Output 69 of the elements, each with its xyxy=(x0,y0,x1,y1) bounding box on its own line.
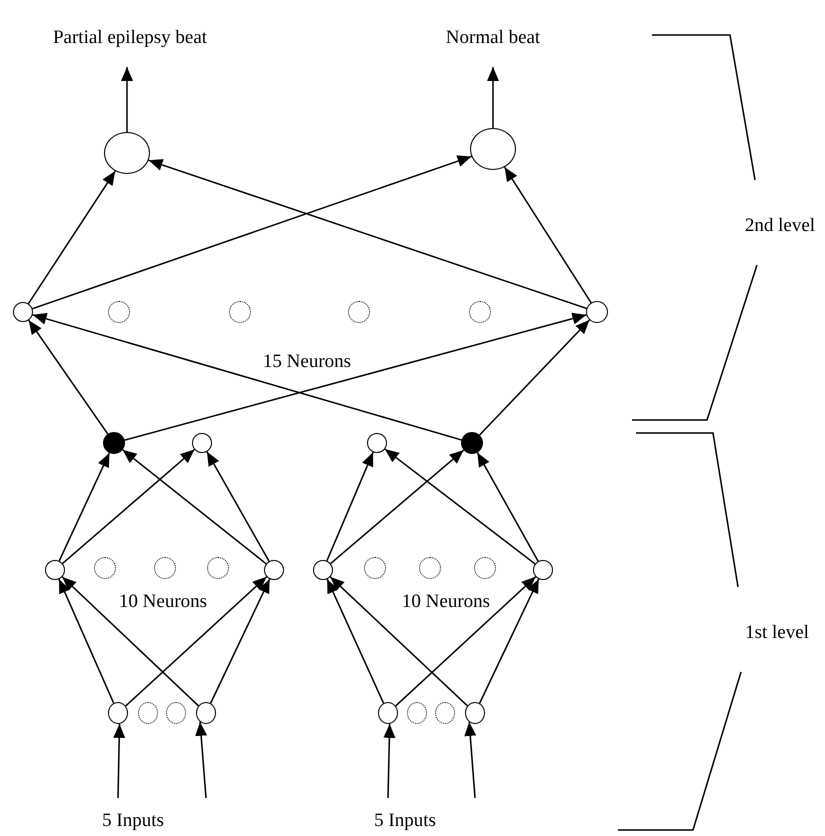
neuron-circle xyxy=(103,432,125,454)
input-label: 5 Inputs xyxy=(365,810,445,832)
arrow xyxy=(28,320,108,434)
arrow xyxy=(326,578,384,704)
arrow xyxy=(326,452,374,562)
hidden-neuron-circle xyxy=(108,301,130,323)
neuron-circle xyxy=(367,433,387,453)
arrow xyxy=(58,452,110,562)
hidden-neuron-circle xyxy=(364,557,386,579)
arrow xyxy=(504,166,592,304)
hidden-neuron-circle xyxy=(474,557,496,579)
arrow xyxy=(384,448,536,565)
neuron-circle xyxy=(533,560,553,580)
arrow xyxy=(210,578,270,704)
arrow xyxy=(32,155,472,310)
hidden-neuron-circle xyxy=(154,557,176,579)
output-label: Normal beat xyxy=(423,27,563,49)
neuron-circle xyxy=(45,560,65,580)
layer-label: 10 Neurons xyxy=(402,591,490,613)
arrow xyxy=(487,67,499,128)
neuron-circle xyxy=(461,432,483,454)
hidden-neuron-circle xyxy=(469,301,491,323)
arrow xyxy=(32,312,462,441)
hidden-neuron-circle xyxy=(207,557,229,579)
arrow xyxy=(195,722,208,798)
neuron-circle xyxy=(192,433,212,453)
hidden-neuron-circle xyxy=(419,557,441,579)
neuron-circle xyxy=(313,560,333,580)
neuron-circle xyxy=(108,702,128,724)
arrow xyxy=(124,312,587,441)
neuron-circle xyxy=(104,132,150,174)
arrow xyxy=(148,159,587,310)
arrow xyxy=(330,576,468,706)
hidden-neuron-circle xyxy=(435,702,455,724)
neuron-circle xyxy=(13,302,33,322)
output-label: Partial epilepsy beat xyxy=(40,27,220,49)
arrow xyxy=(125,576,268,707)
arrow xyxy=(28,170,116,304)
neuron-circle xyxy=(586,301,608,323)
arrow xyxy=(479,319,590,436)
level-label: 1st level xyxy=(745,622,809,644)
arrow xyxy=(330,450,464,564)
arrow xyxy=(395,576,536,706)
hidden-neuron-circle xyxy=(94,557,116,579)
arrow xyxy=(476,452,539,562)
arrow xyxy=(121,67,133,132)
arrow xyxy=(62,576,199,706)
arrow xyxy=(113,724,126,798)
level-label: 2nd level xyxy=(744,215,816,237)
layer-label: 15 Neurons xyxy=(262,351,352,373)
neuron-circle xyxy=(470,128,516,170)
input-label: 5 Inputs xyxy=(93,810,173,832)
hidden-neuron-circle xyxy=(229,301,251,323)
hidden-neuron-circle xyxy=(166,702,186,724)
hidden-neuron-circle xyxy=(348,301,370,323)
hidden-neuron-circle xyxy=(407,702,427,724)
arrow xyxy=(478,578,540,704)
arrow xyxy=(383,724,396,798)
arrow xyxy=(58,578,114,704)
arrow xyxy=(62,448,195,564)
hidden-neuron-circle xyxy=(138,702,158,724)
neuron-circle xyxy=(196,702,216,724)
arrow xyxy=(206,451,270,562)
arrow xyxy=(122,449,267,564)
neuron-circle xyxy=(465,702,485,724)
layer-label: 10 Neurons xyxy=(118,591,208,613)
neuron-circle xyxy=(378,702,398,724)
arrow xyxy=(464,722,476,798)
neuron-circle xyxy=(264,560,284,580)
